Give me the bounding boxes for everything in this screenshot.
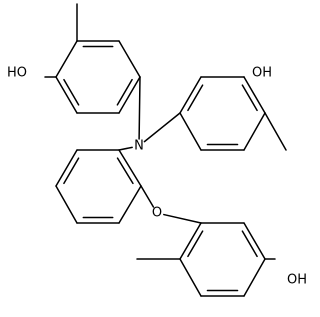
atom-label-oh-top-left: HO <box>7 66 27 81</box>
bond-c4-c5 <box>55 185 78 224</box>
bond-b5-b6 <box>179 112 202 151</box>
bond-b6-b1 <box>179 76 202 114</box>
double-bond-c1-c2 <box>116 157 134 185</box>
bond-nn-b6 <box>143 112 181 143</box>
bond-a2-a3 <box>118 40 141 78</box>
bond-d2-d3 <box>243 222 266 260</box>
atom-label-oh-bottom-right: OH <box>287 273 307 288</box>
bond-network <box>44 3 287 297</box>
bond-a5-a6 <box>55 76 78 114</box>
double-bond-d2-d3 <box>241 230 258 258</box>
atom-label-o-ether: O <box>152 206 162 221</box>
bond-nn-c1 <box>118 146 133 151</box>
bond-b3-b4 <box>243 112 266 151</box>
atom-label-n-center: N <box>134 139 144 154</box>
atom-labels: N O HO OH OH <box>7 66 307 288</box>
double-bond-a5-a6 <box>63 78 80 106</box>
double-bond-c5-c6 <box>63 157 80 185</box>
double-bond-a3-a4 <box>116 78 133 106</box>
bond-d5-d6 <box>179 258 202 297</box>
bond-c2-c3 <box>118 185 142 224</box>
double-bond-d1-d6 <box>187 230 204 258</box>
bond-c2-oe <box>140 185 155 208</box>
bond-d3-d4 <box>243 258 266 297</box>
bond-oe-d1 <box>163 213 202 224</box>
bond-a6-a1 <box>55 40 78 78</box>
bond-b2-b3 <box>243 76 266 114</box>
bond-d6-d1 <box>179 222 202 260</box>
bond-c1-c2 <box>118 149 142 187</box>
atom-label-oh-top-right: OH <box>252 66 272 81</box>
bond-a3-nn <box>138 76 141 140</box>
double-bond-b2-b3 <box>241 84 258 112</box>
double-bond-b1-b6 <box>187 84 204 112</box>
bond-c5-c6 <box>55 149 78 187</box>
bond-b3-meb <box>264 112 287 151</box>
bond-a3-a4 <box>118 76 141 114</box>
